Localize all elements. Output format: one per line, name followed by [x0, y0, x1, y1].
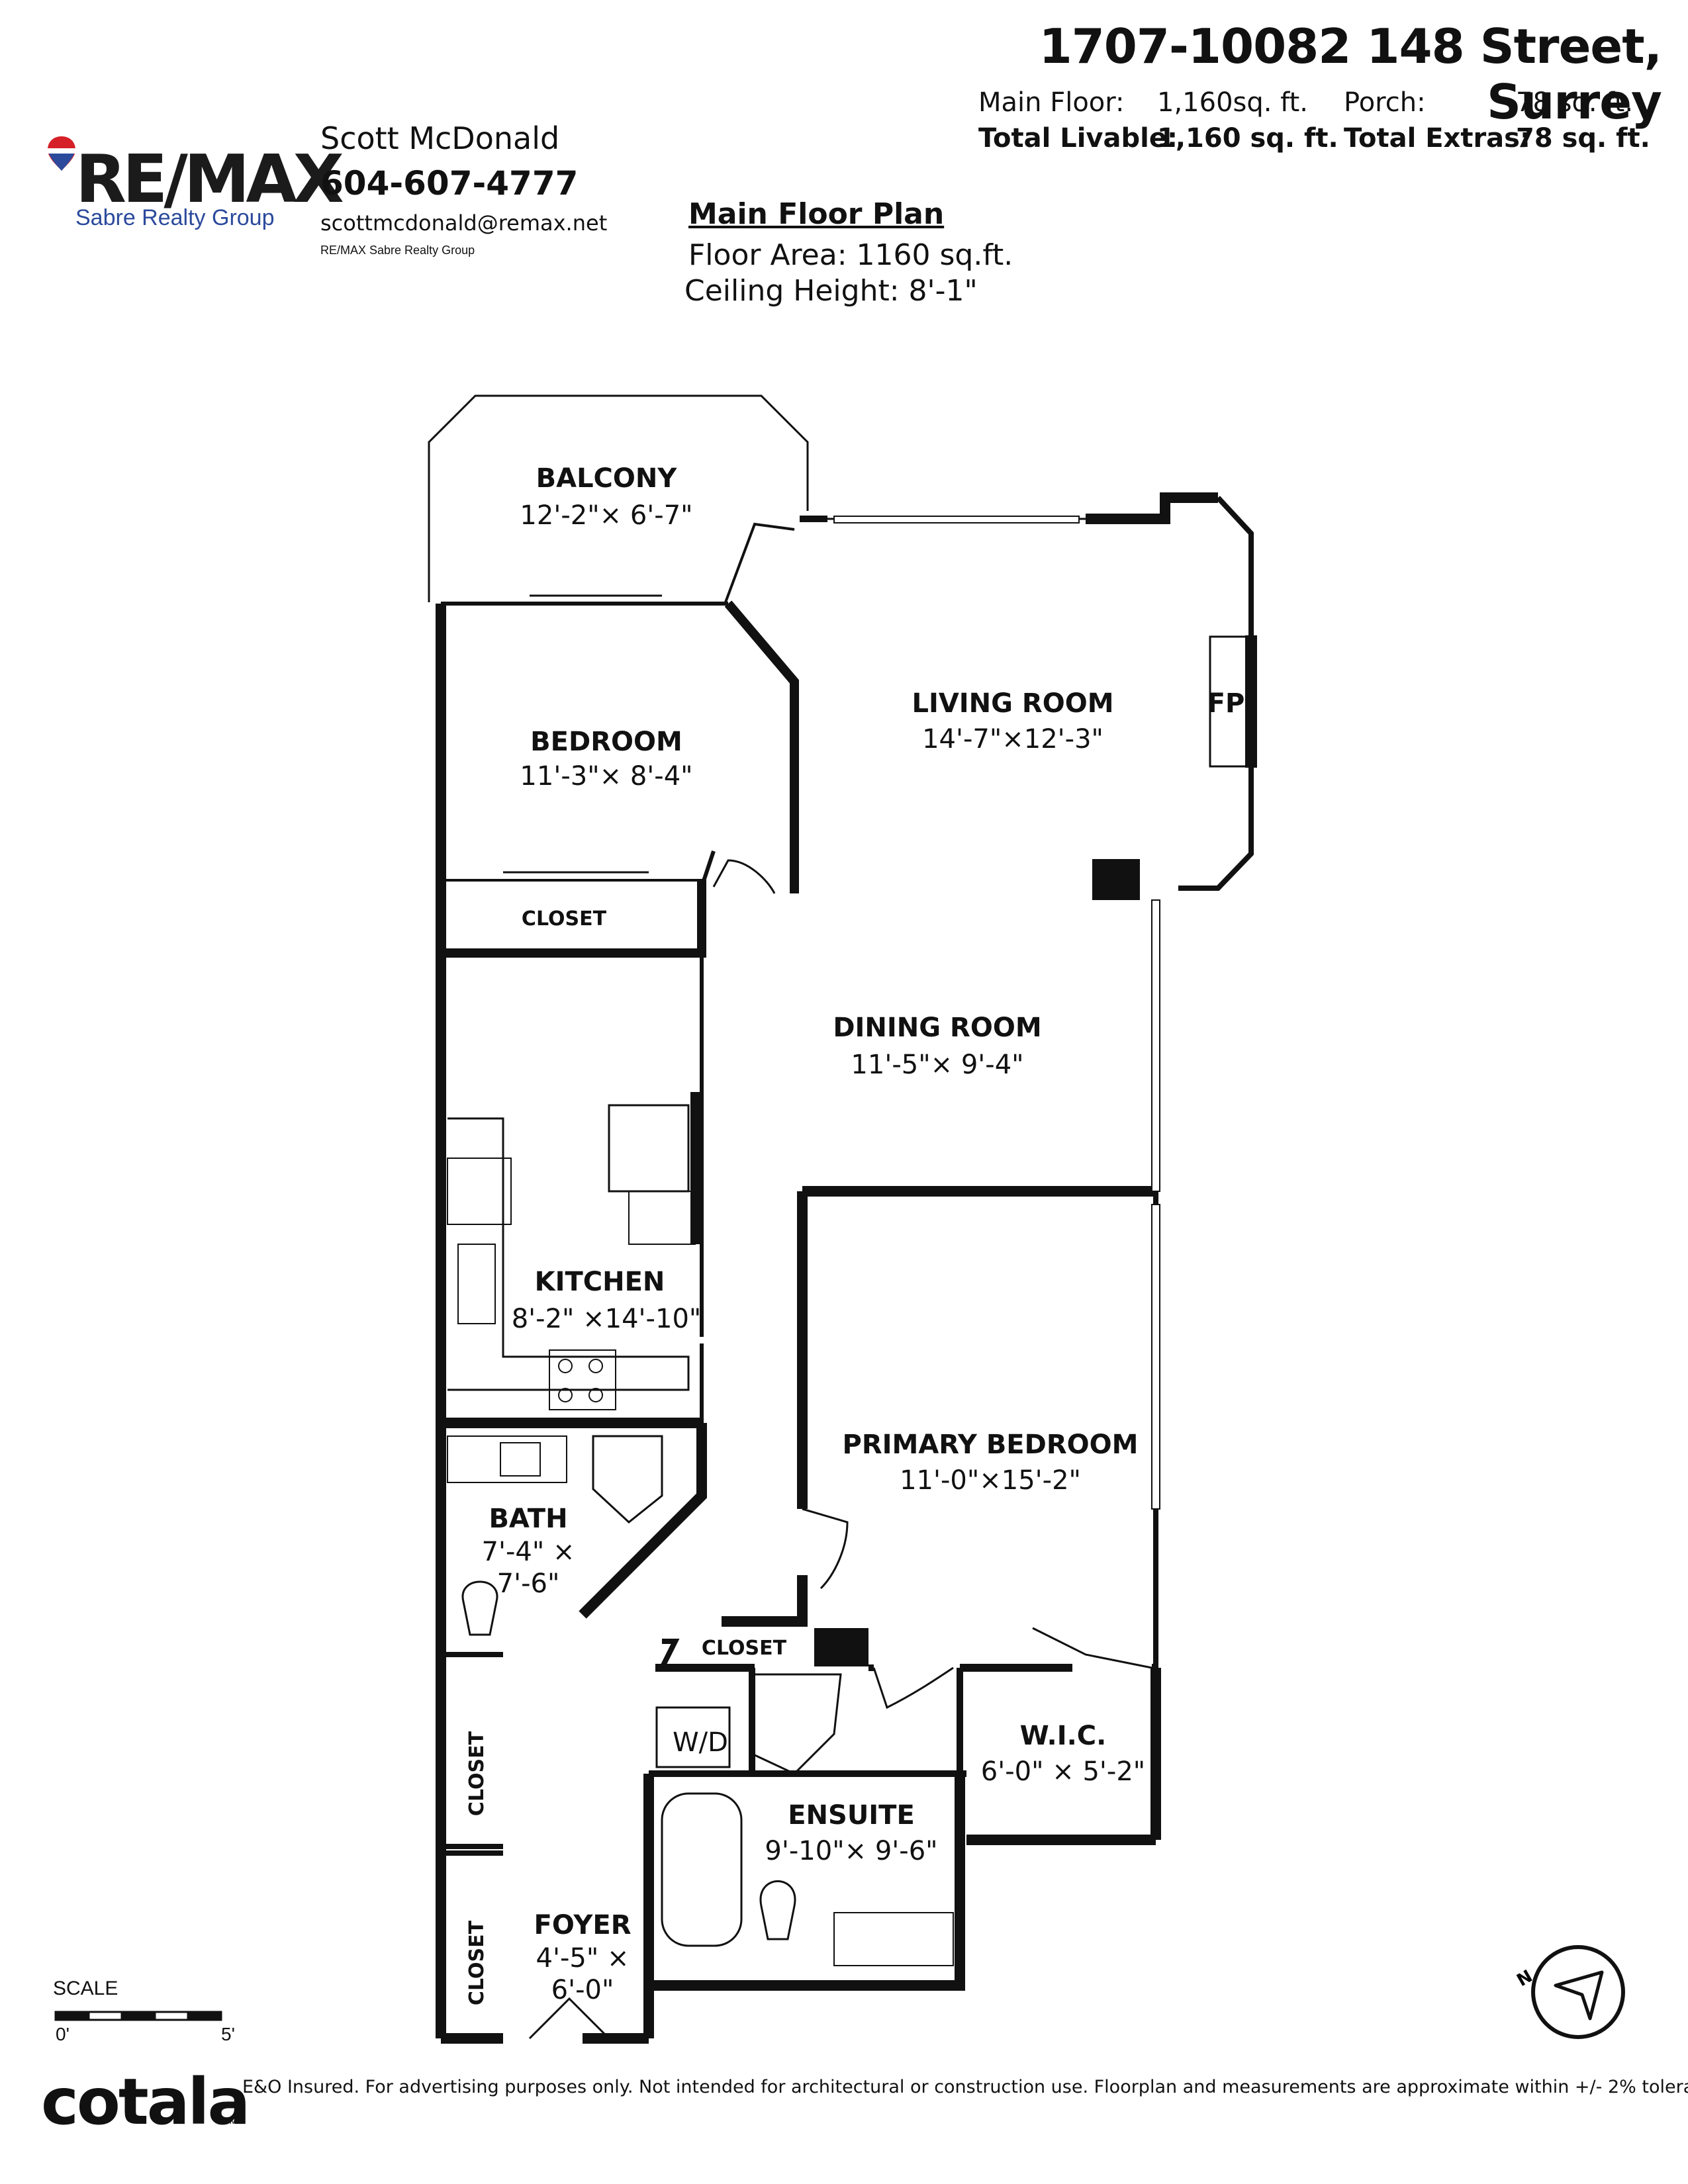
- scale-start: 0': [56, 2024, 70, 2044]
- cotala-logo: cotala: [41, 2065, 250, 2139]
- living-room-name: LIVING ROOM: [912, 688, 1113, 719]
- disclaimer: E&O Insured. For advertising purposes on…: [242, 2077, 1688, 2097]
- trademark: TM: [224, 2115, 238, 2126]
- kitchen-sink: [457, 1244, 496, 1324]
- bath-dims-2: 7'-6": [497, 1569, 560, 1599]
- balcony-outline: [428, 394, 809, 602]
- total-extras-label: Total Extras:: [1344, 123, 1530, 154]
- washer-dryer: [655, 1706, 731, 1768]
- fireplace-label: FP: [1207, 688, 1245, 719]
- main-floor-value: 1,160sq. ft.: [1157, 87, 1308, 118]
- wd-label: W/D: [673, 1727, 728, 1758]
- ensuite-door: [872, 1666, 954, 1709]
- ensuite-shower: [751, 1673, 842, 1775]
- foyer-closet-2-label: CLOSET: [465, 1920, 489, 2005]
- ensuite-tub: [661, 1792, 743, 1947]
- stove: [549, 1349, 616, 1410]
- dishwasher: [447, 1158, 512, 1225]
- floor-area: Floor Area: 1160 sq.ft.: [688, 238, 1013, 272]
- scale-bar: [54, 2011, 222, 2021]
- wic-name: W.I.C.: [1020, 1721, 1107, 1751]
- foyer-closet-1-label: CLOSET: [465, 1731, 489, 1816]
- foyer-dims-2: 6'-0": [551, 1975, 614, 2005]
- bath-name: BATH: [489, 1504, 567, 1534]
- bedroom-door: [712, 859, 776, 894]
- closet-hall-walls: [722, 1575, 808, 1627]
- bath-vanity: [447, 1435, 567, 1483]
- ensuite-vanity: [833, 1912, 954, 1966]
- fireplace: [1209, 635, 1252, 768]
- scale-label: SCALE: [53, 1978, 118, 1999]
- agent-name: Scott McDonald: [320, 120, 560, 156]
- living-room-dims: 14'-7"×12'-3": [922, 724, 1103, 754]
- hall-closet-label: CLOSET: [702, 1637, 787, 1660]
- brand-subtitle: Sabre Realty Group: [75, 205, 275, 230]
- bath-toilet: [461, 1580, 498, 1636]
- fridge: [608, 1104, 690, 1193]
- living-window-north: [833, 516, 1080, 523]
- bath-shower: [592, 1435, 663, 1524]
- total-extras-value: 78 sq. ft.: [1516, 123, 1650, 154]
- primary-bedroom-dims: 11'-0"×15'-2": [900, 1465, 1081, 1496]
- plan-heading: Main Floor Plan: [688, 197, 945, 231]
- main-floor-label: Main Floor:: [978, 87, 1125, 118]
- balloon-icon: [46, 135, 77, 175]
- brand-logo: RE/MAX: [75, 140, 344, 218]
- scale-end: 5': [221, 2024, 235, 2044]
- ensuite-name: ENSUITE: [788, 1800, 915, 1831]
- balcony-door: [724, 522, 795, 603]
- ceiling-height: Ceiling Height: 8'-1": [684, 274, 978, 308]
- porch-value: 78 sq. ft.: [1516, 87, 1634, 118]
- kitchen-name: KITCHEN: [535, 1267, 665, 1297]
- dining-window-east: [1151, 899, 1160, 1192]
- total-livable-label: Total Livable:: [978, 123, 1178, 154]
- agent-brokerage: RE/MAX Sabre Realty Group: [320, 244, 475, 257]
- dining-room-dims: 11'-5"× 9'-4": [851, 1050, 1023, 1080]
- bedroom-dims: 11'-3"× 8'-4": [520, 761, 692, 792]
- property-address: 1707-10082 148 Street, Surrey: [1039, 19, 1662, 130]
- wic-dims: 6'-0" × 5'-2": [981, 1756, 1145, 1787]
- agent-email: scottmcdonald@remax.net: [320, 210, 608, 236]
- ensuite-dims: 9'-10"× 9'-6": [765, 1836, 937, 1866]
- bedroom-closet-label: CLOSET: [522, 907, 607, 931]
- wic-door: [1032, 1627, 1152, 1669]
- primary-door: [802, 1508, 849, 1590]
- foyer-door: [528, 1997, 610, 2040]
- foyer-name: FOYER: [534, 1910, 632, 1940]
- porch-label: Porch:: [1344, 87, 1426, 118]
- kitchen-counter: [447, 1117, 690, 1391]
- north-arrow-icon: [1531, 1945, 1625, 2039]
- balcony-dims: 12'-2"× 6'-7": [520, 500, 692, 531]
- primary-window-east: [1151, 1204, 1160, 1510]
- ensuite-toilet: [759, 1880, 796, 1940]
- dining-room-name: DINING ROOM: [833, 1013, 1041, 1043]
- bedroom-name: BEDROOM: [530, 727, 682, 757]
- agent-phone: 604-607-4777: [320, 164, 579, 203]
- bath-dims-1: 7'-4" ×: [482, 1537, 575, 1567]
- total-livable-value: 1,160 sq. ft.: [1157, 123, 1338, 154]
- foyer-dims-1: 4'-5" ×: [536, 1943, 630, 1974]
- primary-bedroom-name: PRIMARY BEDROOM: [843, 1430, 1139, 1460]
- kitchen-dims: 8'-2" ×14'-10": [512, 1304, 702, 1334]
- balcony-name: BALCONY: [536, 463, 678, 494]
